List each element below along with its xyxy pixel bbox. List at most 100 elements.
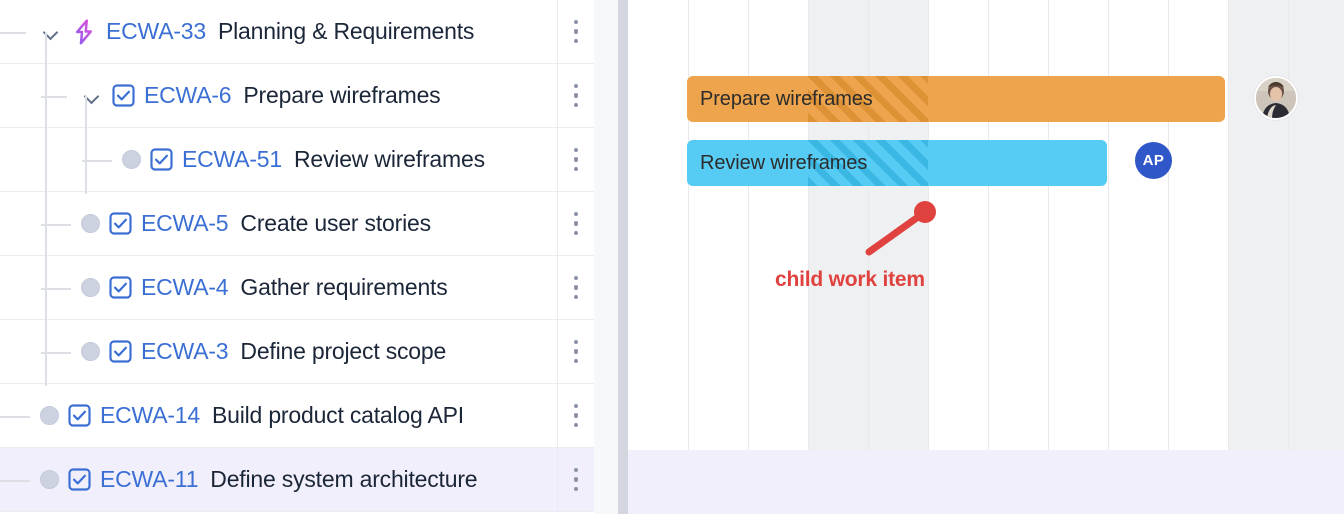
tree-guides <box>0 384 40 447</box>
work-item-type-icon <box>149 147 174 172</box>
list-item[interactable]: ECWA-3 Define project scope <box>0 320 594 384</box>
gantt-bar-progress-hatch <box>808 76 928 122</box>
tree-connector-line <box>41 223 71 226</box>
work-item-type-icon <box>111 83 136 108</box>
timeline-grid-line <box>988 0 989 450</box>
work-item-summary: Prepare wireframes <box>243 82 441 108</box>
list-item[interactable]: ECWA-4 Gather requirements <box>0 256 594 320</box>
leaf-node-dot-icon <box>122 150 141 169</box>
work-item-key[interactable]: ECWA-33 <box>106 18 206 44</box>
task-checkbox-icon <box>109 276 132 299</box>
timeline-grid-line <box>808 0 809 450</box>
work-item-summary: Gather requirements <box>240 274 448 300</box>
more-actions-icon[interactable] <box>557 0 594 63</box>
more-actions-icon[interactable] <box>557 64 594 127</box>
tree-guides <box>0 64 81 127</box>
panel-splitter-area <box>594 0 628 514</box>
list-item[interactable]: ECWA-14 Build product catalog API <box>0 384 594 448</box>
gantt-bar[interactable]: Review wireframes <box>687 140 1107 186</box>
list-item[interactable]: ECWA-11 Define system architecture <box>0 448 594 512</box>
gantt-bar[interactable]: Prepare wireframes <box>687 76 1225 122</box>
timeline-grid-line <box>1108 0 1109 450</box>
timeline-grid-line <box>1288 0 1289 450</box>
more-actions-icon[interactable] <box>557 384 594 447</box>
work-item-summary: Build product catalog API <box>212 402 464 428</box>
list-item-content[interactable]: ECWA-14 Build product catalog API <box>0 384 594 447</box>
weekend-column <box>869 0 928 450</box>
tree-connector-line <box>0 415 30 418</box>
list-item[interactable]: ECWA-6 Prepare wireframes <box>0 64 594 128</box>
leaf-node-dot-icon <box>81 214 100 233</box>
work-item-key[interactable]: ECWA-4 <box>141 274 229 300</box>
work-item-key[interactable]: ECWA-5 <box>141 210 229 236</box>
list-item-content[interactable]: ECWA-11 Define system architecture <box>0 448 594 511</box>
leaf-node-dot-icon <box>81 278 100 297</box>
timeline-grid-line <box>928 0 929 450</box>
timeline-grid-line <box>688 0 689 450</box>
work-item-type-icon <box>108 211 133 236</box>
tree-connector-line <box>41 95 67 98</box>
work-item-summary: Create user stories <box>240 210 431 236</box>
leaf-node-dot-icon <box>40 470 59 489</box>
tree-connector-line <box>0 479 30 482</box>
selected-row-timeline-band <box>628 450 1344 514</box>
task-checkbox-icon <box>150 148 173 171</box>
timeline-grid-line <box>748 0 749 450</box>
timeline-grid-line <box>868 0 869 450</box>
tree-connector-line <box>41 287 71 290</box>
list-item-content[interactable]: ECWA-6 Prepare wireframes <box>0 64 594 127</box>
work-item-type-icon <box>67 467 92 492</box>
tree-guides <box>0 192 81 255</box>
panel-splitter-handle[interactable] <box>618 0 628 514</box>
work-item-key[interactable]: ECWA-11 <box>100 466 199 492</box>
tree-guides <box>0 256 81 319</box>
expand-collapse-chevron-icon[interactable] <box>40 21 62 43</box>
work-item-type-icon <box>108 275 133 300</box>
timeline-grid-line <box>1228 0 1229 450</box>
avatar[interactable] <box>1254 76 1298 120</box>
tree-connector-line <box>0 31 26 34</box>
avatar[interactable]: AP <box>1135 142 1172 179</box>
work-item-key[interactable]: ECWA-51 <box>182 146 282 172</box>
more-actions-icon[interactable] <box>557 256 594 319</box>
more-actions-icon[interactable] <box>557 128 594 191</box>
tree-guides <box>0 448 40 511</box>
task-checkbox-icon <box>112 84 135 107</box>
avatar-photo-image <box>1256 78 1296 118</box>
weekend-column <box>1229 0 1288 450</box>
tree-connector-line <box>41 351 71 354</box>
tree-connector-line <box>82 159 112 162</box>
work-item-key[interactable]: ECWA-3 <box>141 338 229 364</box>
tree-guides <box>0 0 40 63</box>
task-checkbox-icon <box>109 340 132 363</box>
tree-trunk-line <box>45 32 47 386</box>
work-item-type-icon <box>70 18 98 46</box>
list-item[interactable]: ECWA-5 Create user stories <box>0 192 594 256</box>
work-item-summary: Define project scope <box>240 338 447 364</box>
epic-lightning-icon <box>75 18 92 44</box>
avatar-initials-text: AP <box>1142 152 1165 169</box>
list-item-content[interactable]: ECWA-3 Define project scope <box>0 320 594 383</box>
task-checkbox-icon <box>68 468 91 491</box>
work-item-key[interactable]: ECWA-14 <box>100 402 200 428</box>
tree-guides <box>0 128 122 191</box>
work-item-type-icon <box>108 339 133 364</box>
list-item-content[interactable]: ECWA-4 Gather requirements <box>0 256 594 319</box>
tree-trunk-line <box>85 96 87 194</box>
weekend-column <box>1289 0 1344 450</box>
work-item-summary: Define system architecture <box>210 466 478 492</box>
more-actions-icon[interactable] <box>557 192 594 255</box>
weekend-column <box>808 0 868 450</box>
more-actions-icon[interactable] <box>557 448 594 511</box>
more-actions-icon[interactable] <box>557 320 594 383</box>
task-checkbox-icon <box>68 404 91 427</box>
list-item-content[interactable]: ECWA-5 Create user stories <box>0 192 594 255</box>
work-item-key[interactable]: ECWA-6 <box>144 82 232 108</box>
timeline-grid-line <box>1048 0 1049 450</box>
